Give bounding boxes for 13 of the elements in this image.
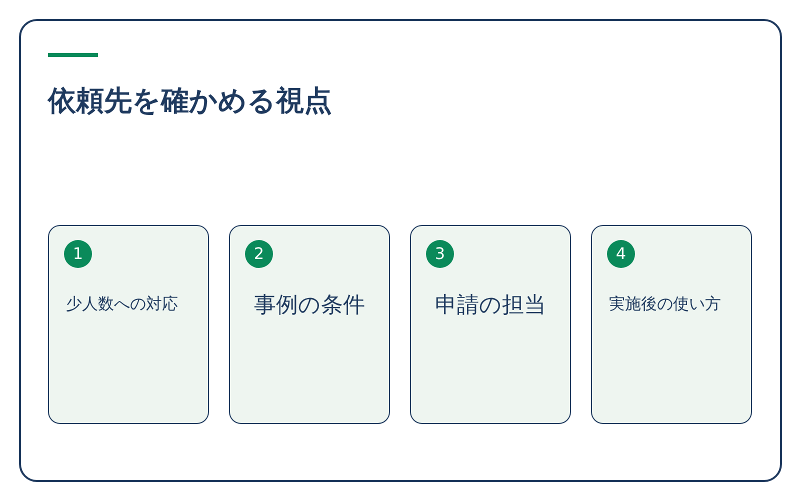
step-number: 2 (245, 240, 273, 268)
step-number: 4 (607, 240, 635, 268)
step-label: 事例の条件 (253, 292, 366, 320)
title: 依頼先を確かめる視点 (48, 83, 332, 119)
step-label: 少人数への対応 (66, 294, 178, 315)
step-card (591, 225, 752, 424)
step-number: 1 (64, 240, 92, 268)
step-label: 実施後の使い方 (609, 294, 721, 315)
step-number: 3 (426, 240, 454, 268)
step-card (48, 225, 209, 424)
step-card (229, 225, 390, 424)
step-label: 申請の担当 (434, 292, 547, 320)
step-card (410, 225, 571, 424)
